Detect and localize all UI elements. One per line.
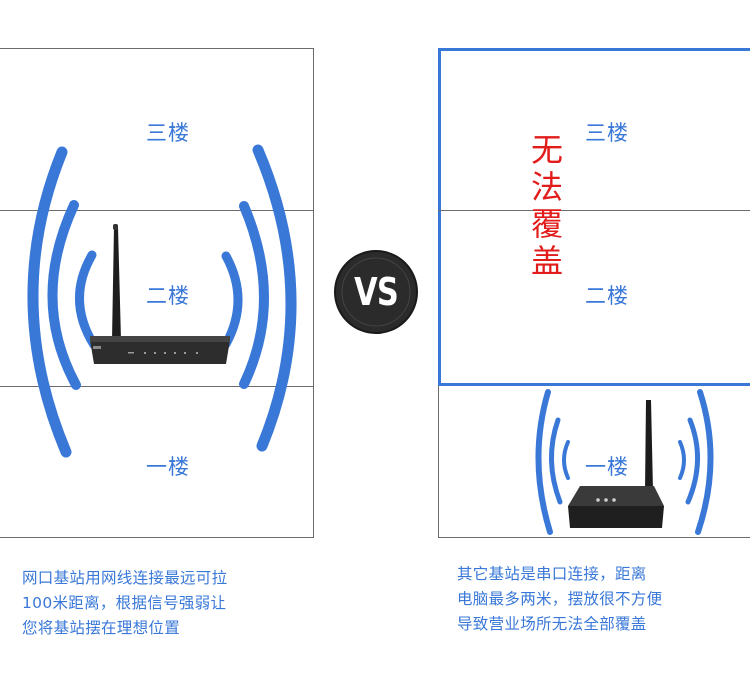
no-coverage-char-2: 法	[522, 169, 572, 206]
left-wave-middle-right	[244, 206, 264, 384]
left-caption-line-3: 您将基站摆在理想位置	[22, 616, 227, 641]
right-caption-line-3: 导致营业场所无法全部覆盖	[457, 612, 662, 637]
right-wave-outer-left	[538, 392, 550, 532]
no-coverage-text: 无 法 覆 盖	[522, 132, 572, 280]
no-coverage-char-3: 覆	[522, 206, 572, 243]
left-caption-line-2: 100米距离，根据信号强弱让	[22, 591, 227, 616]
right-wave-middle-right	[688, 420, 698, 502]
right-floor-2-label: 二楼	[585, 280, 629, 310]
vs-label: VS	[342, 249, 411, 335]
no-coverage-char-4: 盖	[522, 243, 572, 280]
router-logo-mark	[93, 346, 101, 349]
right-caption-line-1: 其它基站是串口连接，距离	[457, 562, 662, 587]
right-caption: 其它基站是串口连接，距离 电脑最多两米，摆放很不方便 导致营业场所无法全部覆盖	[457, 562, 662, 637]
left-router-image	[84, 222, 234, 372]
right-floor-divider-upper	[438, 210, 750, 211]
vs-badge: VS	[333, 249, 419, 335]
left-caption: 网口基站用网线连接最远可拉 100米距离，根据信号强弱让 您将基站摆在理想位置	[22, 566, 227, 641]
left-wave-middle-left	[52, 205, 76, 385]
right-caption-line-2: 电脑最多两米，摆放很不方便	[457, 587, 662, 612]
right-router-image	[558, 396, 668, 536]
right-no-coverage-zone	[438, 48, 750, 386]
left-caption-line-1: 网口基站用网线连接最远可拉	[22, 566, 227, 591]
right-wave-inner-right	[680, 442, 684, 478]
right-floor-3-label: 三楼	[585, 117, 629, 147]
no-coverage-char-1: 无	[522, 132, 572, 169]
